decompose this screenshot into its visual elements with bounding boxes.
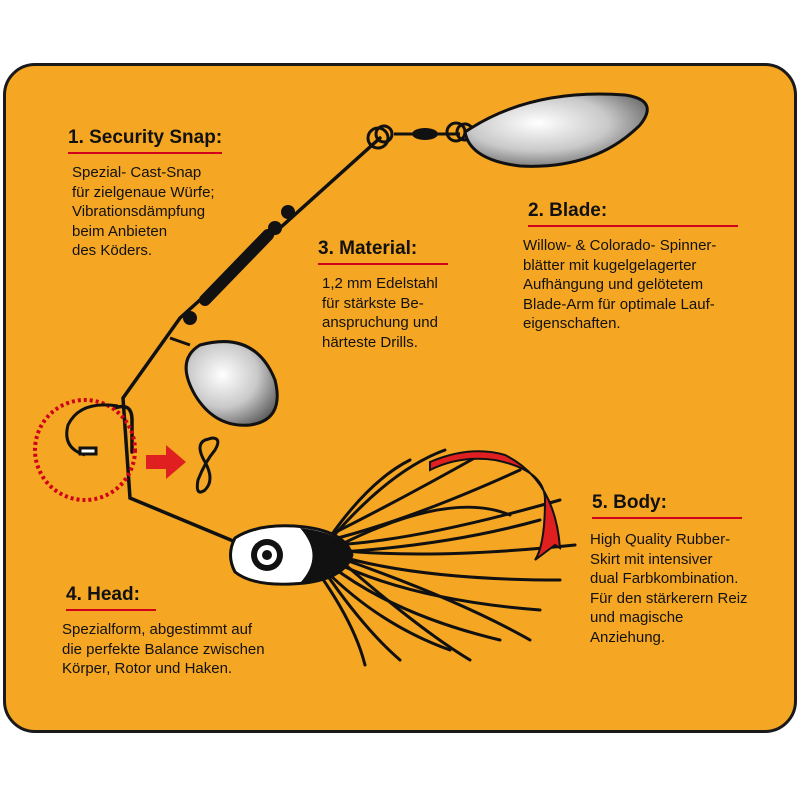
text-line: 1,2 mm Edelstahl <box>322 275 438 292</box>
material-text: 1,2 mm Edelstahl für stärkste Be- anspru… <box>322 274 438 352</box>
head-heading: 4. Head: <box>66 584 156 611</box>
text-line: dual Farbkombination. <box>590 570 739 587</box>
willow-blade <box>463 92 649 168</box>
colorado-blade <box>169 336 279 427</box>
arrow-icon <box>146 445 186 479</box>
blade-text: Willow- & Colorado- Spinner- blätter mit… <box>523 236 716 334</box>
text-line: beim Anbieten <box>72 222 168 240</box>
rubber-skirt <box>318 448 577 667</box>
text-line: Körper, Rotor und Haken. <box>62 660 233 677</box>
text-line: blätter mit kugelgelagerter <box>523 256 697 274</box>
body-text: High Quality Rubber- Skirt mit intensive… <box>590 530 748 647</box>
text-line: Anziehung. <box>590 628 666 646</box>
text-line: Willow- & Colorado- Spinner- <box>523 237 717 254</box>
text-line: Vibrationsdämpfung <box>72 203 206 220</box>
text-line: des Köders. <box>72 242 153 259</box>
text-line: Spezialform, abgestimmt auf <box>62 621 253 638</box>
security-snap-heading: 1. Security Snap: <box>68 127 223 154</box>
head-text: Spezialform, abgestimmt auf die perfekte… <box>62 620 265 679</box>
blade-swivel <box>366 121 475 150</box>
text-line: Spezial- Cast-Snap <box>72 164 202 181</box>
text-line: und magische <box>590 609 684 626</box>
text-line: Für den stärkerern Reiz <box>590 589 748 607</box>
red-hook <box>429 450 562 561</box>
text-line: Aufhängung und gelötetem <box>523 276 704 293</box>
text-line: für stärkste Be- <box>322 294 424 312</box>
background-panel <box>3 63 797 733</box>
blade-heading: 2. Blade: <box>528 200 738 227</box>
text-line: die perfekte Balance zwischen <box>62 640 265 658</box>
text-line: High Quality Rubber- <box>590 531 731 548</box>
lure-head <box>229 524 354 586</box>
text-line: eigenschaften. <box>523 315 621 332</box>
text-line: anspruchung und <box>322 314 438 331</box>
text-line: Skirt mit intensiver <box>590 550 713 568</box>
text-line: Blade-Arm für optimale Lauf- <box>523 295 715 313</box>
figure-eight-snap-icon <box>195 436 220 494</box>
text-line: für zielgenaue Würfe; <box>72 183 215 201</box>
security-snap-clip <box>65 403 119 457</box>
material-heading: 3. Material: <box>318 238 448 265</box>
wire-tube-beads <box>183 205 295 325</box>
body-heading: 5. Body: <box>592 492 742 519</box>
security-snap-text: Spezial- Cast-Snap für zielgenaue Würfe;… <box>72 163 215 261</box>
text-line: härteste Drills. <box>322 333 418 351</box>
snap-highlight-circle <box>33 398 137 502</box>
